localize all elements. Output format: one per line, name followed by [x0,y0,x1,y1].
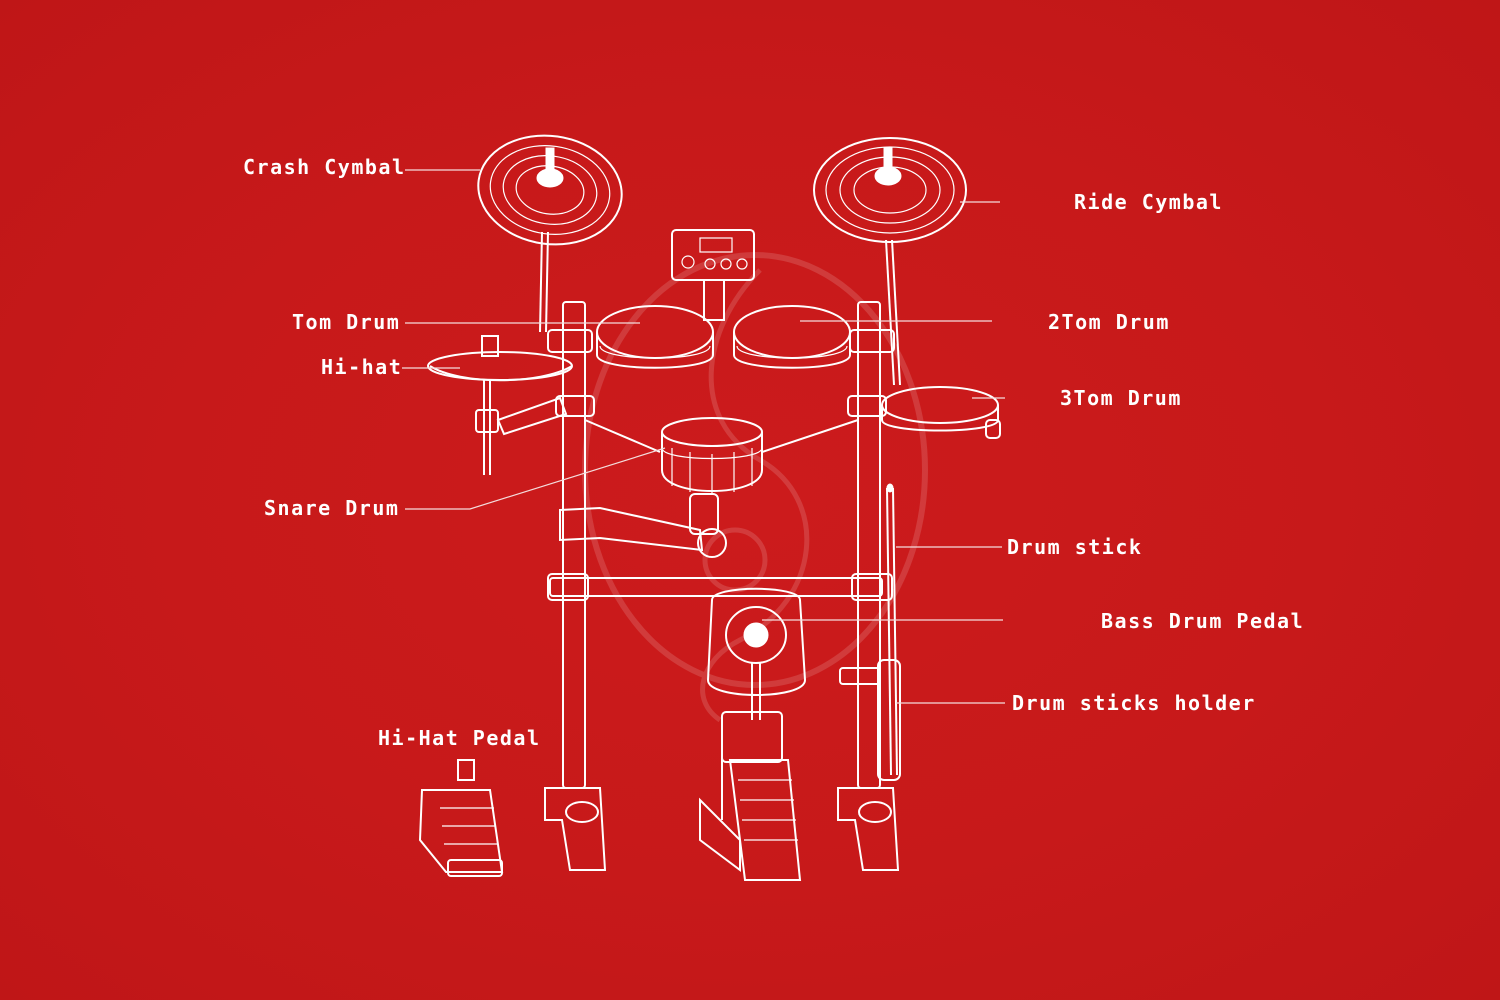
tom2-drum-art [733,305,851,369]
label-hihat: Hi-hat [321,355,403,379]
drum-stick-art [886,483,898,776]
leader-lines [402,169,1005,704]
label-hihat-pedal: Hi-Hat Pedal [378,726,541,750]
label-2tom-drum: 2Tom Drum [1048,310,1170,334]
label-tom-drum: Tom Drum [292,310,401,334]
tom3-drum-art [881,386,1001,439]
label-drum-stick: Drum stick [1007,535,1143,559]
label-crash-cymbal: Crash Cymbal [243,155,406,179]
watermark-logo [582,252,928,723]
label-ride-cymbal: Ride Cymbal [1074,190,1223,214]
bass-drum-pedal-art [699,587,807,881]
crash-cymbal-art [477,134,623,333]
label-bass-drum-pedal: Bass Drum Pedal [1101,609,1305,633]
label-3tom-drum: 3Tom Drum [1060,386,1182,410]
snare-drum-art [661,417,763,535]
label-snare-drum: Snare Drum [264,496,400,520]
drum-sticks-holder-art [877,659,901,781]
hihat-pedal-art [418,759,504,877]
rack-feet-art [544,787,900,871]
tom-drum-art [596,305,714,369]
ride-cymbal-art [813,137,967,386]
label-drum-sticks-holder: Drum sticks holder [1012,691,1256,715]
drum-module-art [671,229,755,321]
hihat-art [427,335,573,475]
leader-snare-drum [405,447,666,510]
